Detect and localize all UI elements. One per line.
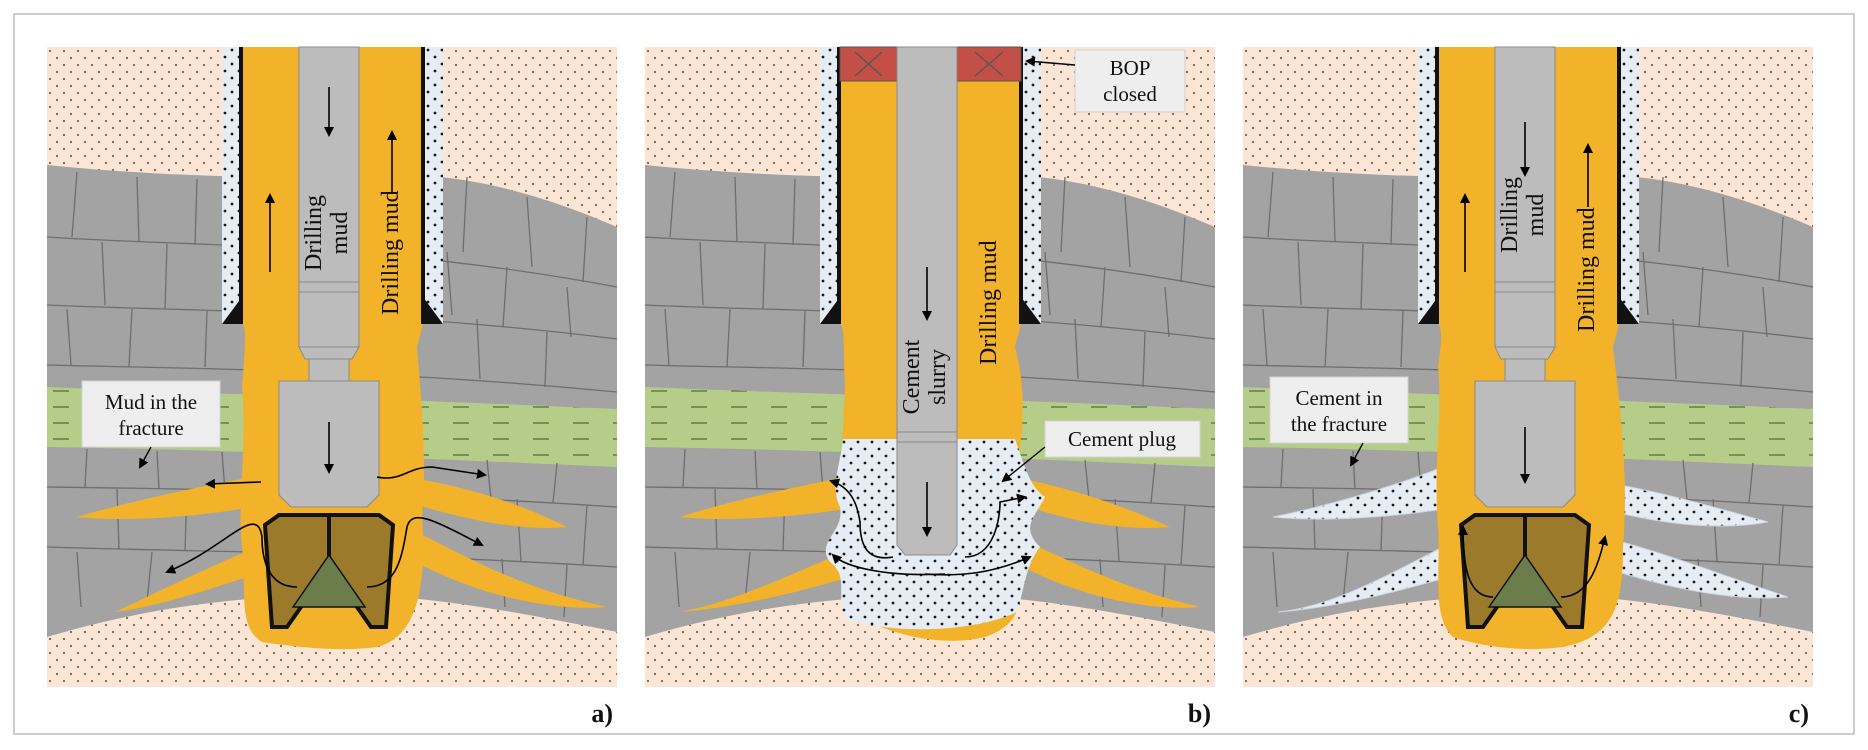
bop-callout: BOP closed — [1025, 49, 1186, 113]
panel-b: Cement slurry Drilling mud BOP closed Ce… — [644, 46, 1216, 728]
panel-tag: c) — [1789, 699, 1809, 728]
panel-tag: b) — [1188, 699, 1211, 728]
bop-line2: closed — [1103, 82, 1157, 106]
casing-shoes — [222, 47, 443, 324]
annulus-label: Drilling mud — [378, 190, 404, 315]
casing-shoes — [1418, 47, 1639, 324]
panel-a: Drilling mud Drilling mud Mud in the fra… — [46, 46, 618, 728]
panel-tag: a) — [591, 699, 613, 728]
callout-line1: Cement in — [1296, 386, 1383, 410]
pipe-label: Drilling mud — [1497, 177, 1549, 253]
casing-cement — [222, 47, 443, 324]
pipe-label-line1: Drilling — [301, 195, 327, 271]
pipe-label-line2: slurry — [925, 349, 951, 405]
flow-arrows — [165, 87, 487, 588]
callout-line1: Mud in the — [105, 390, 197, 414]
bop-line1: BOP — [1110, 56, 1151, 80]
flow-arrows — [1458, 122, 1609, 598]
annulus-label: Drilling mud — [1574, 207, 1600, 332]
annulus-label: Drilling mud — [976, 240, 1002, 365]
casing-cement — [820, 47, 1041, 324]
cement-plug-callout: Cement plug — [1001, 420, 1201, 483]
drill-bit — [262, 513, 396, 629]
cement-plug-label: Cement plug — [1068, 427, 1176, 451]
pipe-label-line1: Drilling — [1497, 177, 1523, 253]
drill-string — [896, 46, 958, 556]
casing-shoes — [820, 47, 1041, 324]
callout-line2: fracture — [118, 416, 183, 440]
casing-cement — [1418, 47, 1639, 324]
callout-box: Mud in the fracture — [81, 380, 221, 469]
cement-fractures — [1272, 466, 1789, 613]
drill-bit — [1458, 513, 1592, 629]
pipe-label: Cement slurry — [899, 339, 951, 414]
pipe-label-line1: Cement — [899, 339, 925, 414]
callout-box: Cement in the fracture — [1269, 376, 1409, 467]
callout-line2: the fracture — [1291, 412, 1387, 436]
pipe-label: Drilling mud — [301, 195, 353, 271]
mud-fractures — [77, 477, 607, 612]
panel-c: Drilling mud Drilling mud Cement in the … — [1242, 46, 1814, 728]
pipe-label-line2: mud — [1523, 194, 1549, 237]
bop — [839, 46, 1022, 82]
pipe-label-line2: mud — [327, 212, 353, 255]
flow-arrows — [829, 267, 1032, 576]
